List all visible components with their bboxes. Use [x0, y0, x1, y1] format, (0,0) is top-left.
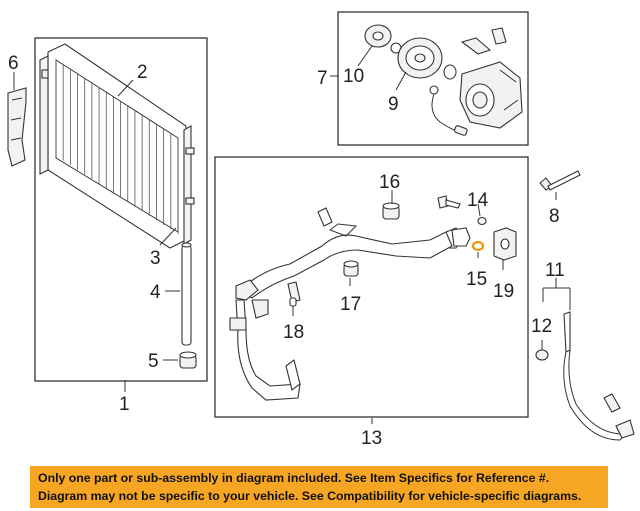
callout-9: 9 [388, 94, 399, 115]
bolt-part-8[interactable] [539, 170, 581, 191]
disclaimer-line-1: Only one part or sub-assembly in diagram… [38, 471, 550, 485]
disclaimer-banner: Only one part or sub-assembly in diagram… [30, 466, 608, 508]
callout-14: 14 [467, 190, 489, 211]
receiver-drier-part-4[interactable] [181, 242, 192, 346]
expansion-valve-part-19[interactable] [493, 227, 517, 261]
compressor-bracket [460, 27, 507, 55]
condenser-part-2[interactable] [39, 43, 195, 249]
callout-1: 1 [119, 394, 130, 415]
washer-near-14 [477, 216, 487, 226]
pulley-part-9[interactable] [397, 37, 443, 79]
callout-10: 10 [343, 66, 364, 87]
callout-5: 5 [148, 351, 159, 372]
callout-16: 16 [379, 172, 400, 193]
hose-part-11[interactable] [563, 311, 635, 441]
callout-8: 8 [549, 206, 560, 227]
callout-3: 3 [150, 248, 161, 269]
valve-part-18[interactable] [287, 281, 301, 307]
hose-group-frame [214, 156, 529, 418]
cap-part-5[interactable] [179, 351, 197, 369]
callout-4: 4 [150, 282, 161, 303]
compressor-group-frame [337, 11, 529, 146]
callout-19: 19 [493, 281, 514, 302]
compressor-body[interactable] [459, 61, 523, 129]
callout-2: 2 [137, 62, 148, 83]
callout-7: 7 [317, 68, 328, 89]
callout-12: 12 [531, 316, 552, 337]
callout-6: 6 [8, 53, 19, 74]
o-ring-part-15[interactable] [471, 240, 485, 252]
callout-13: 13 [361, 428, 382, 449]
cap-part-17[interactable] [343, 260, 359, 277]
snap-ring [443, 64, 457, 80]
seal-part-6[interactable] [7, 87, 27, 167]
callouts: 1 2 3 4 5 6 7 8 9 10 11 12 13 14 15 16 1… [8, 53, 565, 449]
condenser-group-frame [34, 37, 208, 382]
cap-part-16[interactable] [382, 202, 400, 220]
callout-18: 18 [283, 322, 304, 343]
cap-part-12[interactable] [535, 349, 549, 361]
clutch-hub-part-10[interactable] [364, 24, 392, 48]
ac-lines-part-13[interactable] [229, 207, 471, 401]
disclaimer-line-2: Diagram may not be specific to your vehi… [38, 489, 582, 503]
callout-11: 11 [545, 260, 565, 281]
bolt-part-14[interactable] [437, 195, 461, 209]
callout-15: 15 [466, 269, 487, 290]
coil-connector [429, 85, 468, 136]
leader-lines [13, 45, 571, 424]
callout-17: 17 [340, 294, 361, 315]
